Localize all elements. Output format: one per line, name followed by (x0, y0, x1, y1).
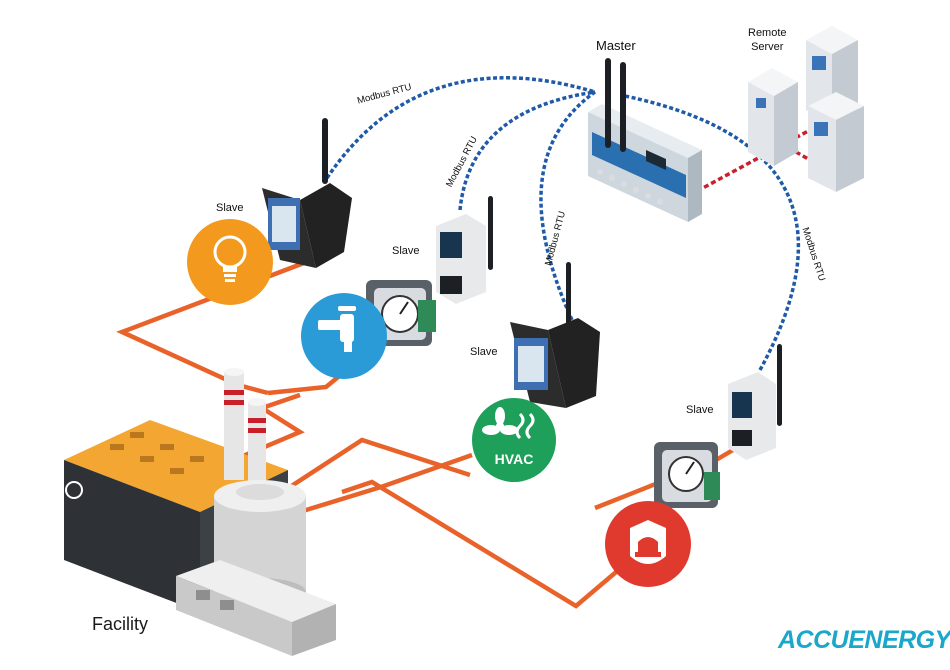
hvac-label: HVAC (495, 451, 534, 467)
antenna-icon (777, 344, 782, 426)
remote-server-label-line1: Remote (748, 27, 787, 39)
lightbulb-icon (213, 235, 247, 282)
alarm-meter-device (654, 442, 720, 508)
alarm-load (605, 501, 691, 587)
hvac-power-meter-device (510, 262, 600, 408)
modbus-radio-links (325, 76, 801, 371)
water-tap-icon (318, 306, 356, 352)
slave-label-hvac: Slave (470, 346, 498, 358)
annex-building (176, 560, 336, 656)
facility-wiring (116, 252, 740, 609)
alarm-beacon-icon (630, 520, 666, 564)
water-meter-device (366, 280, 436, 346)
slave-label-water: Slave (392, 245, 420, 257)
antenna-icon (322, 118, 328, 184)
antenna-icon (620, 62, 626, 152)
remote-server-rack (748, 26, 864, 192)
remote-server-label-line2: Server (751, 41, 784, 53)
slave-label-alarm: Slave (686, 404, 714, 416)
slave-label-lighting: Slave (216, 202, 244, 214)
facility-label: Facility (92, 614, 149, 634)
power-meter-device (262, 118, 352, 268)
antenna-icon (566, 262, 571, 326)
facility-building (64, 368, 336, 656)
smokestack (224, 368, 266, 494)
master-label: Master (596, 38, 636, 53)
antenna-icon (488, 196, 493, 270)
remote-server-label: Remote Server (748, 26, 787, 54)
master-gateway (588, 58, 702, 222)
lighting-load (187, 219, 273, 305)
hvac-load: HVAC (472, 398, 556, 482)
water-load (301, 293, 387, 379)
radio-module-device (436, 196, 493, 304)
brand-logo: ACCUENERGY (778, 626, 950, 654)
hvac-fan-icon (482, 407, 535, 440)
antenna-icon (605, 58, 611, 148)
radio-module-device-2 (728, 344, 782, 460)
